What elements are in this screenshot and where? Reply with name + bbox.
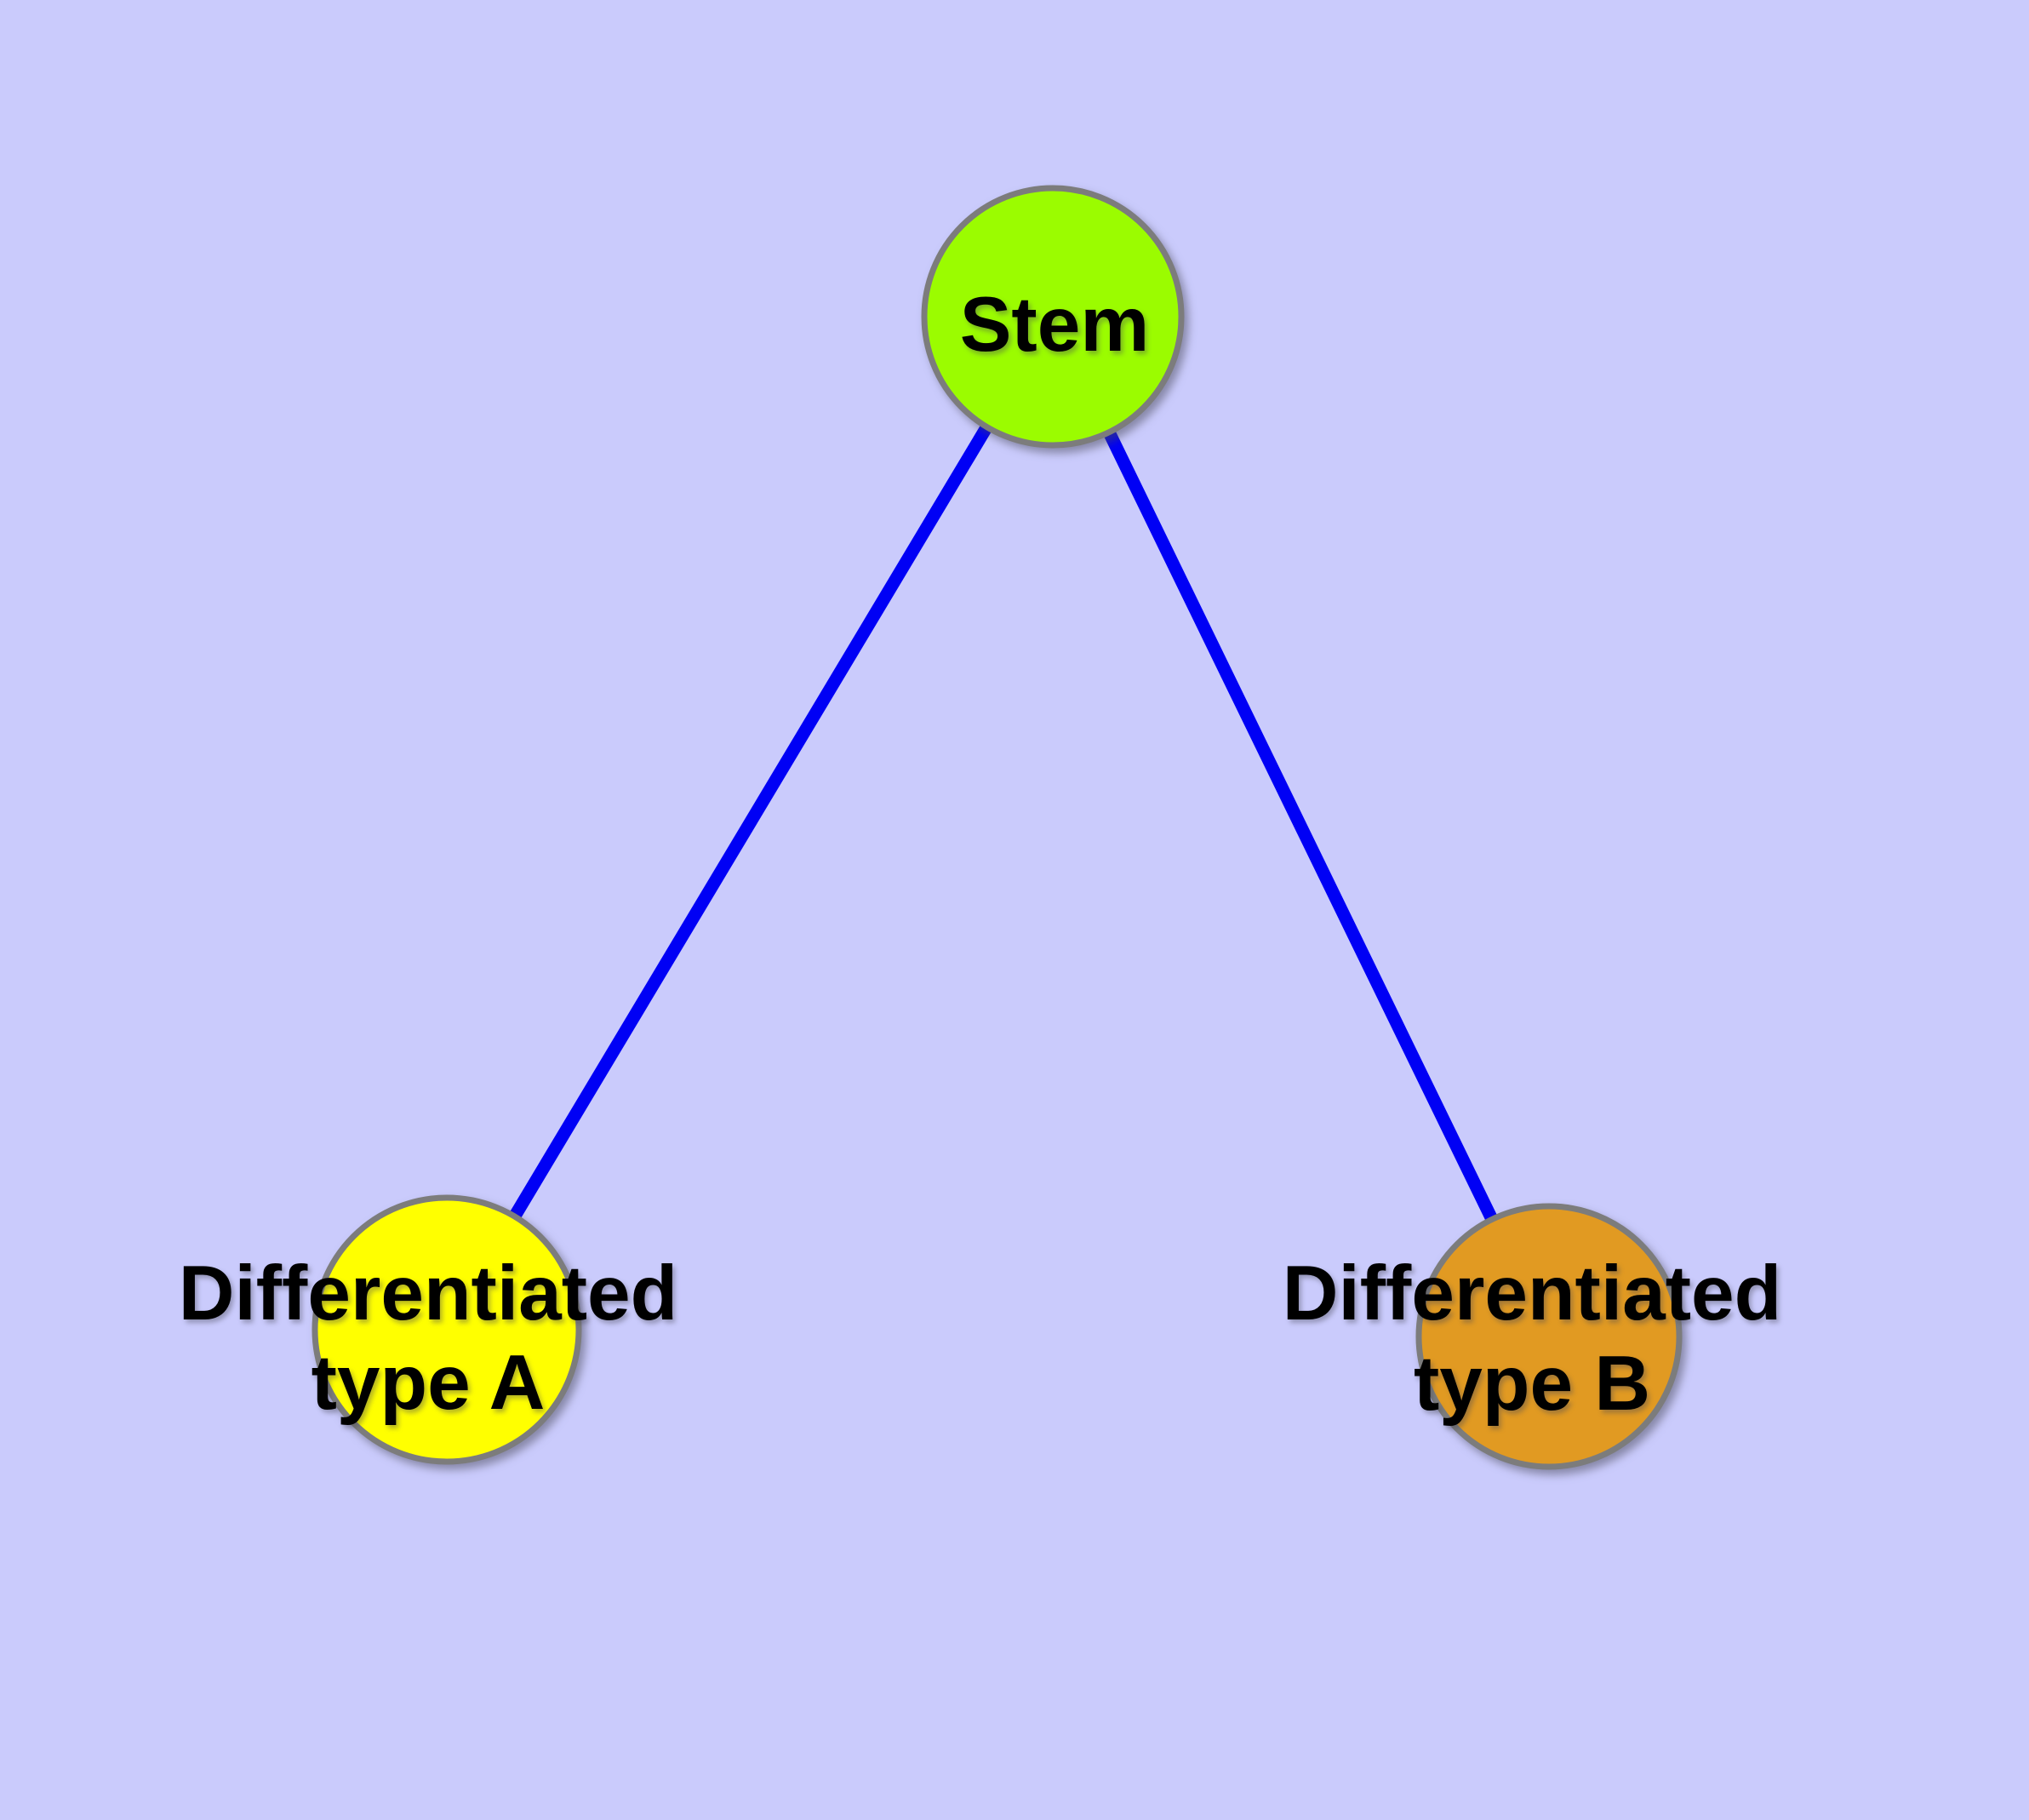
stem-node-label: Stem [960,282,1150,368]
type-b-node-circle [1415,1203,1683,1470]
edge-stem-to-type-b [1047,313,1555,1340]
type-b-node-label-line-1: Differentiated [1283,1251,1782,1336]
label-group: Stem Differentiated type A Differentiate… [179,282,1782,1427]
type-a-node-circle [311,1194,582,1465]
type-b-node-label-line-2: type B [1414,1341,1650,1427]
type-a-node-label-line-2: type A [311,1340,546,1426]
edge-stem-to-type-a [441,313,1059,1333]
stem-node-circle [921,185,1185,449]
node-group [311,185,1683,1470]
type-a-node-label-line-1: Differentiated [179,1251,678,1336]
edge-group [441,313,1555,1340]
